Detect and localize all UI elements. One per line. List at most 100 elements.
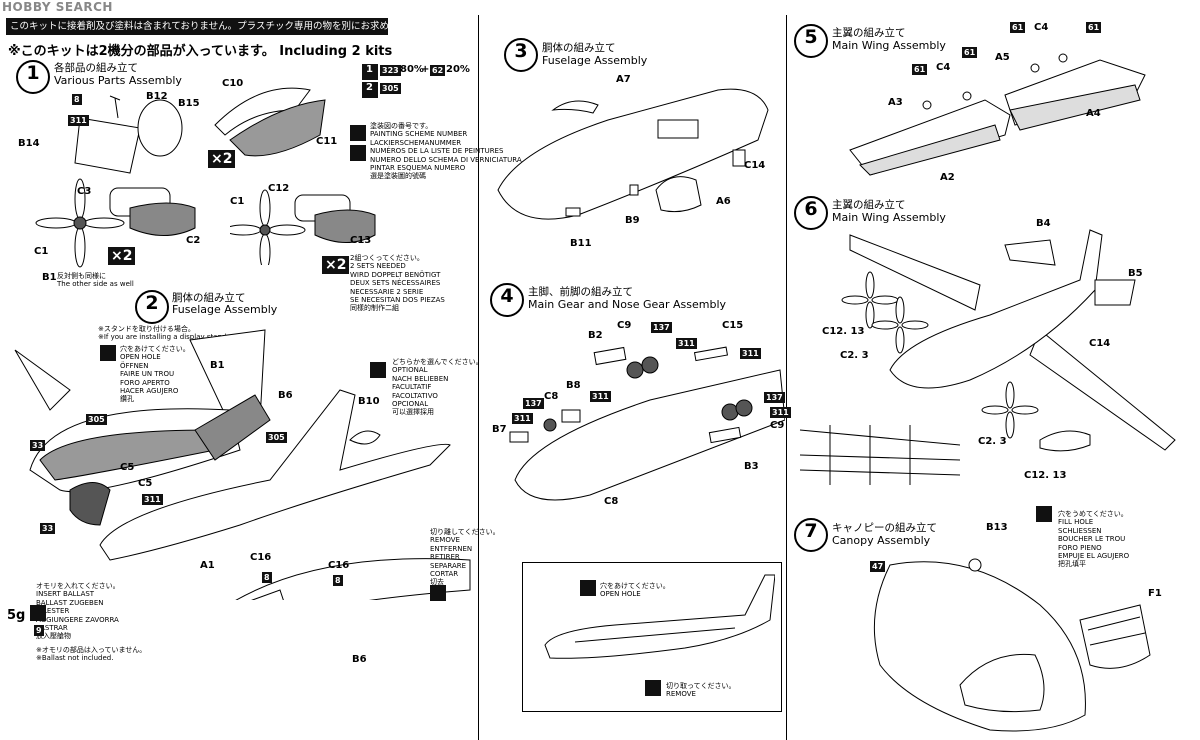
fill-hole-note: 穴をうめてください。 FILL HOLE SCHLIESSEN BOUCHER … — [1058, 510, 1130, 569]
step-3-title-en: Fuselage Assembly — [542, 54, 648, 67]
scheme-legend-icon-2 — [350, 145, 366, 161]
step-4-title-en: Main Gear and Nose Gear Assembly — [528, 298, 727, 311]
part-b8-shape — [561, 409, 581, 423]
paint-mix-a-pct: 80% — [400, 64, 424, 75]
part-c14-shape — [732, 149, 746, 167]
open-hole-icon — [100, 345, 116, 361]
step-7-drawing — [873, 558, 1151, 732]
cockpit-window-area — [959, 653, 1045, 713]
inset-remove-icon — [645, 680, 661, 696]
kits-note: ※このキットは2機分の部品が入っています。 Including 2 kits — [8, 44, 393, 59]
step-6-title-jp: 主翼の組み立て — [832, 199, 906, 211]
label-a4: A4 — [1086, 108, 1101, 119]
label-c1: C1 — [34, 246, 49, 257]
wing-panel-left — [251, 589, 284, 600]
label-c2: C2 — [186, 235, 201, 246]
b1-note: 反対側も同様に The other side as well — [57, 272, 134, 289]
part-b14-shape — [74, 117, 141, 174]
multiplier-x2: ×2 — [322, 256, 350, 274]
paint-code: 8 — [333, 575, 343, 586]
label-b12: B12 — [146, 91, 168, 102]
label-c12: C12 — [268, 183, 290, 194]
label-c2-3: C2. 3 — [978, 436, 1007, 447]
nose-wheel — [543, 418, 557, 432]
fuselage-a1 — [99, 389, 451, 561]
paint-code: 137 — [523, 398, 544, 409]
fuselage-lower — [235, 558, 471, 600]
label-c8: C8 — [604, 496, 619, 507]
wing-left — [849, 234, 981, 311]
label-c2-3: C2. 3 — [840, 350, 869, 361]
part-b4-shape — [1004, 239, 1056, 266]
paint-code: 33 — [40, 523, 56, 534]
label-c13: C13 — [350, 235, 372, 246]
inset-remove-note: 切り取ってください。 REMOVE — [666, 682, 736, 699]
label-c3: C3 — [77, 186, 92, 197]
label-c9: C9 — [617, 320, 632, 331]
label-b10: B10 — [358, 396, 380, 407]
paint-code: 311 — [512, 413, 533, 424]
label-a3: A3 — [888, 97, 903, 108]
step-5-drawing — [849, 53, 1146, 176]
label-a7: A7 — [616, 74, 631, 85]
label-c14: C14 — [744, 160, 766, 171]
part-b6-shape — [194, 394, 271, 461]
ballast-note: オモリを入れてください。 INSERT BALLAST BALLAST ZUGE… — [36, 582, 120, 641]
step-2-drawing — [14, 329, 471, 600]
step-6-number: 6 — [794, 196, 828, 230]
wheel — [641, 356, 659, 374]
inset-open-icon — [580, 580, 596, 596]
label-c9: C9 — [770, 420, 785, 431]
part-b13-shape — [968, 558, 982, 572]
label-b15: B15 — [178, 98, 200, 109]
step-3-number: 3 — [504, 38, 538, 72]
label-a5: A5 — [995, 52, 1010, 63]
step-4-drawing — [509, 346, 785, 501]
paint-mix-b: 62 — [430, 65, 446, 76]
part-a6-shape — [655, 176, 702, 213]
label-c5: C5 — [120, 462, 135, 473]
label-c16: C16 — [250, 552, 272, 563]
label-b9: B9 — [625, 215, 640, 226]
label-b6: B6 — [352, 654, 367, 665]
label-b5: B5 — [1128, 268, 1143, 279]
tail-fin-b1 — [14, 349, 71, 411]
step-4-title-jp: 主脚、前脚の組み立て — [528, 286, 633, 298]
ballast-icon — [30, 605, 46, 621]
label-f1: F1 — [1148, 588, 1162, 599]
inset-box — [522, 562, 782, 712]
paint-code: 311 — [740, 348, 761, 359]
label-b1: B1 — [42, 272, 57, 283]
remove-note: 切り離してください。 REMOVE ENTFERNEN RETIRER SEPA… — [430, 528, 500, 587]
label-c15: C15 — [722, 320, 744, 331]
paint-mix-b-pct: 20% — [446, 64, 470, 75]
part-b3-shape — [708, 426, 742, 444]
label-c5: C5 — [138, 478, 153, 489]
paint-code: 47 — [870, 561, 886, 572]
bulkhead — [69, 482, 111, 526]
two-sets-note: 2組つくってください。 2 SETS NEEDED WIRD DOPPELT B… — [350, 254, 445, 313]
scheme-2-number: 2 — [366, 82, 373, 93]
step-2-title-en: Fuselage Assembly — [172, 303, 278, 316]
step-5-title-jp: 主翼の組み立て — [832, 27, 906, 39]
paint-code: 33 — [30, 440, 46, 451]
label-b11: B11 — [570, 238, 592, 249]
label-b14: B14 — [18, 138, 40, 149]
scheme-2-icon — [362, 82, 378, 98]
paint-code: 311 — [142, 494, 163, 505]
step-3-title-jp: 胴体の組み立て — [542, 42, 616, 54]
part-a4-wing — [1009, 84, 1141, 131]
step-7-number: 7 — [794, 518, 828, 552]
part-c2-shape — [129, 202, 196, 236]
propeller-c1-c12-drawing — [230, 189, 376, 265]
cockpit-insert — [657, 119, 699, 139]
fuselage-nose — [497, 88, 769, 220]
paint-code: 137 — [764, 392, 785, 403]
label-b2: B2 — [588, 330, 603, 341]
step-5-number: 5 — [794, 24, 828, 58]
optional-icon — [370, 362, 386, 378]
propeller-left-inner — [871, 296, 929, 354]
label-b8: B8 — [566, 380, 581, 391]
label-c10: C10 — [222, 78, 244, 89]
part-b2-shape — [593, 346, 627, 366]
